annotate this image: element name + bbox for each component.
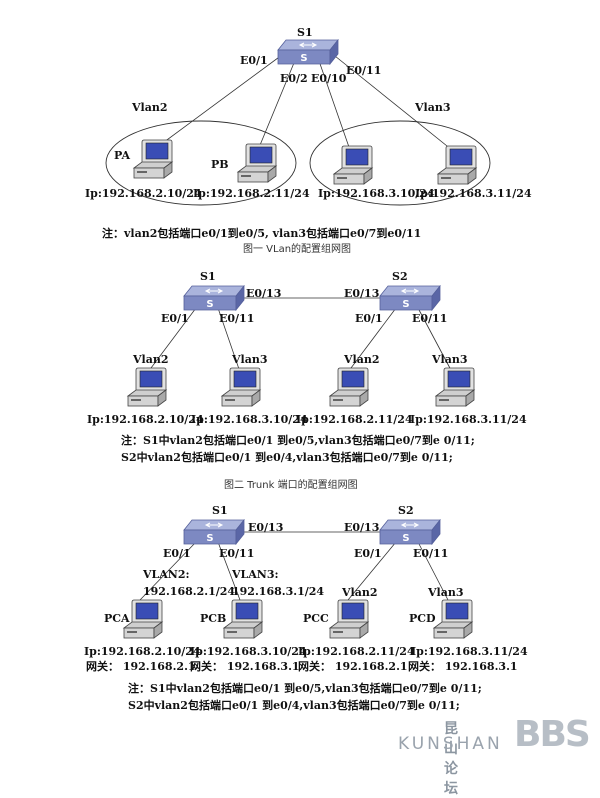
pc-icon-f1-pc3 bbox=[333, 145, 373, 185]
f3-ip-label: Ip:192.168.3.11/24 bbox=[411, 645, 528, 658]
link-s1-pc4 bbox=[329, 51, 453, 151]
f1-port-label: E0/10 bbox=[311, 72, 347, 85]
pc-icon-f3-pcd bbox=[433, 599, 473, 639]
watermark-cn: 昆山论坛 bbox=[444, 721, 458, 797]
f1-switch-label: S1 bbox=[297, 26, 313, 39]
f3-gateway-label: 网关： 192.168.2.1 bbox=[298, 660, 408, 673]
f2-port-label: E0/11 bbox=[412, 312, 448, 325]
f1-port-label: E0/1 bbox=[240, 54, 268, 67]
f1-port-label: E0/2 bbox=[280, 72, 308, 85]
f2-trunk-port: E0/13 bbox=[246, 287, 282, 300]
f3-vlan-label: Vlan2 bbox=[342, 586, 378, 599]
link-f2-s2-pc2 bbox=[417, 307, 453, 373]
f2-switch-label: S2 bbox=[392, 270, 408, 283]
f3-vlanif-label: VLAN3: bbox=[232, 568, 279, 581]
f1-ip-label: Ip:192.168.3.11/24 bbox=[415, 187, 532, 200]
f3-note-s1: 注：S1中vlan2包括端口e0/1 到e0/5,vlan3包括端口e0/7到e… bbox=[128, 682, 482, 695]
f3-pc-name: PCC bbox=[303, 612, 329, 625]
figure2-links bbox=[147, 297, 453, 373]
f2-vlan-label: Vlan3 bbox=[432, 353, 468, 366]
f1-ip-label: Ip:192.168.2.10/24 bbox=[85, 187, 202, 200]
f3-ip-label: Ip:192.168.2.11/24 bbox=[298, 645, 415, 658]
f3-switch-label: S2 bbox=[398, 504, 414, 517]
f3-note-s2: S2中vlan2包括端口e0/1 到e0/4,vlan3包括端口e0/7到e 0… bbox=[128, 699, 460, 712]
switch-icon-f3-s1 bbox=[183, 519, 245, 545]
f1-vlan-label: Vlan2 bbox=[132, 101, 168, 114]
f3-trunk-port: E0/13 bbox=[248, 521, 284, 534]
f2-port-label: E0/11 bbox=[219, 312, 255, 325]
link-f2-s1-pc2 bbox=[217, 307, 241, 373]
link-s1-pb bbox=[257, 57, 297, 151]
f2-note-s2: S2中vlan2包括端口e0/1 到e0/4,vlan3包括端口e0/7到e 0… bbox=[121, 451, 453, 464]
f2-port-label: E0/1 bbox=[161, 312, 189, 325]
figure1-links bbox=[155, 51, 453, 151]
f2-trunk-port: E0/13 bbox=[344, 287, 380, 300]
f3-vlanif-ip: 192.168.2.1/24 bbox=[143, 585, 236, 598]
pc-icon-f2-4 bbox=[435, 367, 475, 407]
f3-port-label: E0/11 bbox=[219, 547, 255, 560]
f3-port-label: E0/1 bbox=[163, 547, 191, 560]
link-f3-s1-pca bbox=[139, 541, 197, 601]
f1-caption: 图一 VLan的配置组网图 bbox=[243, 244, 352, 255]
f3-gateway-label: 网关： 192.168.3.1 bbox=[408, 660, 518, 673]
link-s1-pc3 bbox=[317, 57, 351, 151]
f1-vlan-label: Vlan3 bbox=[415, 101, 451, 114]
f2-switch-label: S1 bbox=[200, 270, 216, 283]
f3-switch-label: S1 bbox=[212, 504, 228, 517]
f3-port-label: E0/1 bbox=[354, 547, 382, 560]
switch-icon-f2-s1 bbox=[183, 285, 245, 311]
f2-vlan-label: Vlan3 bbox=[232, 353, 268, 366]
vlan2-group-ellipse bbox=[105, 120, 297, 206]
link-f3-s2-pcc bbox=[347, 541, 397, 601]
f2-port-label: E0/1 bbox=[355, 312, 383, 325]
link-f2-s2-pc1 bbox=[347, 307, 397, 373]
pc-icon-f1-pc4 bbox=[437, 145, 477, 185]
link-f2-s1-pc1 bbox=[147, 307, 197, 373]
watermark-en: KUNSHAN bbox=[398, 734, 503, 754]
pc-icon-f2-3 bbox=[329, 367, 369, 407]
network-diagram-canvas: S bbox=[105, 39, 491, 639]
f2-vlan-label: Vlan2 bbox=[133, 353, 169, 366]
link-s1-pa bbox=[155, 51, 287, 149]
pc-icon-f3-pcc bbox=[329, 599, 369, 639]
watermark-bbs: BBS bbox=[514, 714, 591, 755]
f3-pc-name: PCB bbox=[200, 612, 227, 625]
switch-icon-f1-s1 bbox=[277, 39, 339, 65]
pc-icon-f1-pb bbox=[237, 143, 277, 183]
f2-caption: 图二 Trunk 端口的配置组网图 bbox=[224, 480, 358, 491]
f3-vlanif-label: VLAN2: bbox=[143, 568, 190, 581]
vlan3-group-ellipse bbox=[309, 120, 491, 206]
f2-ip-label: Ip:192.168.3.10/24 bbox=[191, 413, 308, 426]
f3-gateway-label: 网关： 192.168.2.1 bbox=[86, 660, 196, 673]
f1-pc-name: PA bbox=[114, 149, 131, 162]
switch-icon-f3-s2 bbox=[379, 519, 441, 545]
f1-pc-name: PB bbox=[211, 158, 229, 171]
switch-icon-f2-s2 bbox=[379, 285, 441, 311]
link-f3-s2-pcd bbox=[417, 541, 449, 601]
f1-note: 注：vlan2包括端口e0/1到e0/5, vlan3包括端口e0/7到e0/1… bbox=[102, 227, 422, 240]
f3-vlan-label: Vlan3 bbox=[428, 586, 464, 599]
f3-pc-name: PCD bbox=[409, 612, 436, 625]
f3-pc-name: PCA bbox=[104, 612, 130, 625]
f2-vlan-label: Vlan2 bbox=[344, 353, 380, 366]
f2-ip-label: Ip:192.168.2.11/24 bbox=[296, 413, 413, 426]
f3-ip-label: Ip:192.168.3.10/24 bbox=[190, 645, 307, 658]
f3-ip-label: Ip:192.168.2.10/24 bbox=[84, 645, 201, 658]
pc-icon-f2-1 bbox=[127, 367, 167, 407]
f1-ip-label: Ip:192.168.3.10/24 bbox=[318, 187, 435, 200]
f3-trunk-port: E0/13 bbox=[344, 521, 380, 534]
figure3-links bbox=[139, 531, 449, 601]
link-f3-s1-pcb bbox=[217, 541, 241, 601]
f1-ip-label: Ip:192.168.2.11/24 bbox=[193, 187, 310, 200]
f1-port-label: E0/11 bbox=[346, 64, 382, 77]
f2-note-s1: 注：S1中vlan2包括端口e0/1 到e0/5,vlan3包括端口e0/7到e… bbox=[121, 434, 475, 447]
f2-ip-label: Ip:192.168.2.10/24 bbox=[87, 413, 204, 426]
f3-vlanif-ip: 192.168.3.1/24 bbox=[232, 585, 325, 598]
pc-icon-f2-2 bbox=[221, 367, 261, 407]
f3-gateway-label: 网关： 192.168.3.1 bbox=[190, 660, 300, 673]
f2-ip-label: Ip:192.168.3.11/24 bbox=[410, 413, 527, 426]
f3-port-label: E0/11 bbox=[413, 547, 449, 560]
pc-icon-f1-pa bbox=[133, 139, 173, 179]
pc-icon-f3-pcb bbox=[223, 599, 263, 639]
